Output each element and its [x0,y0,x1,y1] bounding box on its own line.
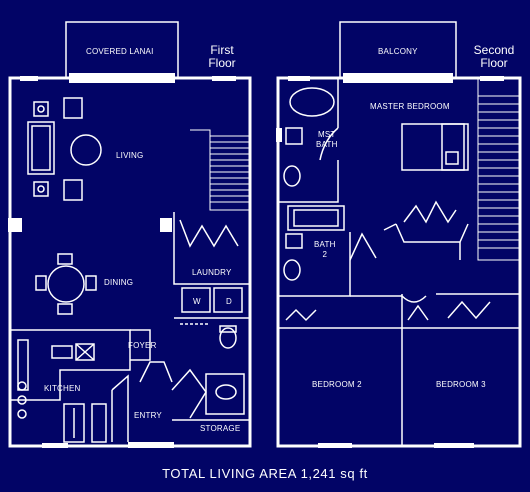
second-floor-label-line2: Floor [480,56,508,70]
entry-door-opening [128,442,174,448]
master-bath [278,78,339,203]
master-closet [383,200,469,260]
master-bed [401,123,469,171]
dining-table [35,253,97,315]
first-floor-plan [8,21,252,448]
window [212,76,236,81]
window [480,76,504,81]
room-label-foyer: FOYER [128,341,157,350]
mst-bath-line1: MST [318,130,336,139]
mst-bath-line2: BATH [316,140,338,149]
foyer-entry [111,329,250,442]
total-living-area: TOTAL LIVING AREA 1,241 sq ft [162,466,368,481]
room-label-balcony: BALCONY [378,47,418,56]
window [434,443,474,448]
bath-2-line2: 2 [322,250,328,259]
room-label-dining: DINING [104,278,134,287]
laundry-room [173,212,250,349]
first-floor-label: First Floor [200,44,244,70]
first-floor-label-line1: First [210,43,234,57]
window [42,443,68,448]
room-label-entry: ENTRY [134,411,162,420]
room-label-master-bedroom: MASTER BEDROOM [370,102,450,111]
first-floor-label-line2: Floor [208,56,236,70]
room-label-bath-2: BATH 2 [314,240,336,260]
second-floor-label-line1: Second [473,43,515,57]
kitchen [10,329,131,443]
window [20,76,38,81]
living-furniture [27,97,102,201]
first-floor-staircase [190,129,250,211]
room-label-storage: STORAGE [200,424,241,433]
second-floor-plan [276,21,522,448]
bath-2-line1: BATH [314,240,336,249]
second-floor-label: Second Floor [466,44,522,70]
window [288,76,310,81]
room-label-bedroom-3: BEDROOM 3 [436,380,486,389]
room-label-mst-bath: MST BATH [316,130,338,150]
balcony-sliding-door [343,73,453,83]
bedroom-closets [278,293,520,446]
second-floor-staircase [477,78,520,261]
window [318,443,352,448]
room-label-kitchen: KITCHEN [44,384,81,393]
appliance-label-washer: W [193,297,201,306]
room-label-living: LIVING [116,151,144,160]
room-label-bedroom-2: BEDROOM 2 [312,380,362,389]
room-label-laundry: LAUNDRY [192,268,232,277]
lanai-sliding-door [69,73,175,83]
appliance-label-dryer: D [226,297,232,306]
room-label-covered-lanai: COVERED LANAI [86,47,154,56]
